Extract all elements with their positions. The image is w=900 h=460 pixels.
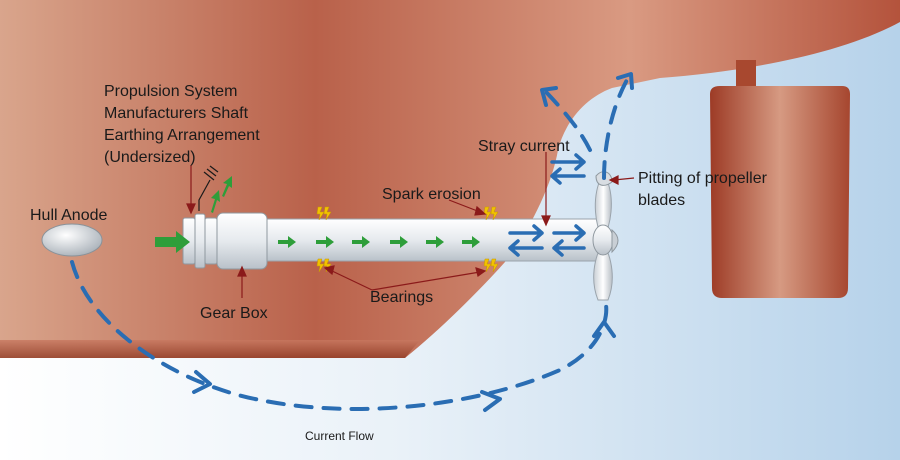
label-spark-erosion: Spark erosion: [382, 186, 481, 203]
label-propulsion: Propulsion System Manufacturers Shaft Ea…: [104, 83, 260, 166]
current-flow-path: [70, 76, 630, 411]
label-current-flow: Current Flow: [305, 429, 374, 443]
hull-keel-edge: [0, 340, 420, 358]
label-propulsion-line-2: Manufacturers Shaft: [104, 105, 249, 122]
label-propulsion-line-3: Earthing Arrangement: [104, 127, 260, 144]
label-bearings: Bearings: [370, 289, 433, 306]
callout-lines: [186, 152, 635, 298]
label-stray-current: Stray current: [478, 138, 570, 155]
ground-symbol-icon: [198, 165, 219, 211]
label-hull-anode: Hull Anode: [30, 207, 107, 224]
arrowhead-icon: [192, 72, 634, 412]
label-propulsion-line-1: Propulsion System: [104, 83, 237, 100]
label-gear-box: Gear Box: [200, 305, 268, 322]
spark-icon: [316, 206, 499, 273]
gear-box: [182, 212, 268, 270]
rudder: [710, 60, 850, 298]
label-pitting-line-2: blades: [638, 192, 685, 209]
shaft-current-arrows: [155, 176, 480, 253]
label-propulsion-line-4: (Undersized): [104, 149, 196, 166]
stray-current-arrows: [508, 153, 586, 257]
hull-anode: [41, 223, 103, 257]
propeller: [592, 171, 619, 301]
label-pitting-line-1: Pitting of propeller: [638, 170, 768, 187]
